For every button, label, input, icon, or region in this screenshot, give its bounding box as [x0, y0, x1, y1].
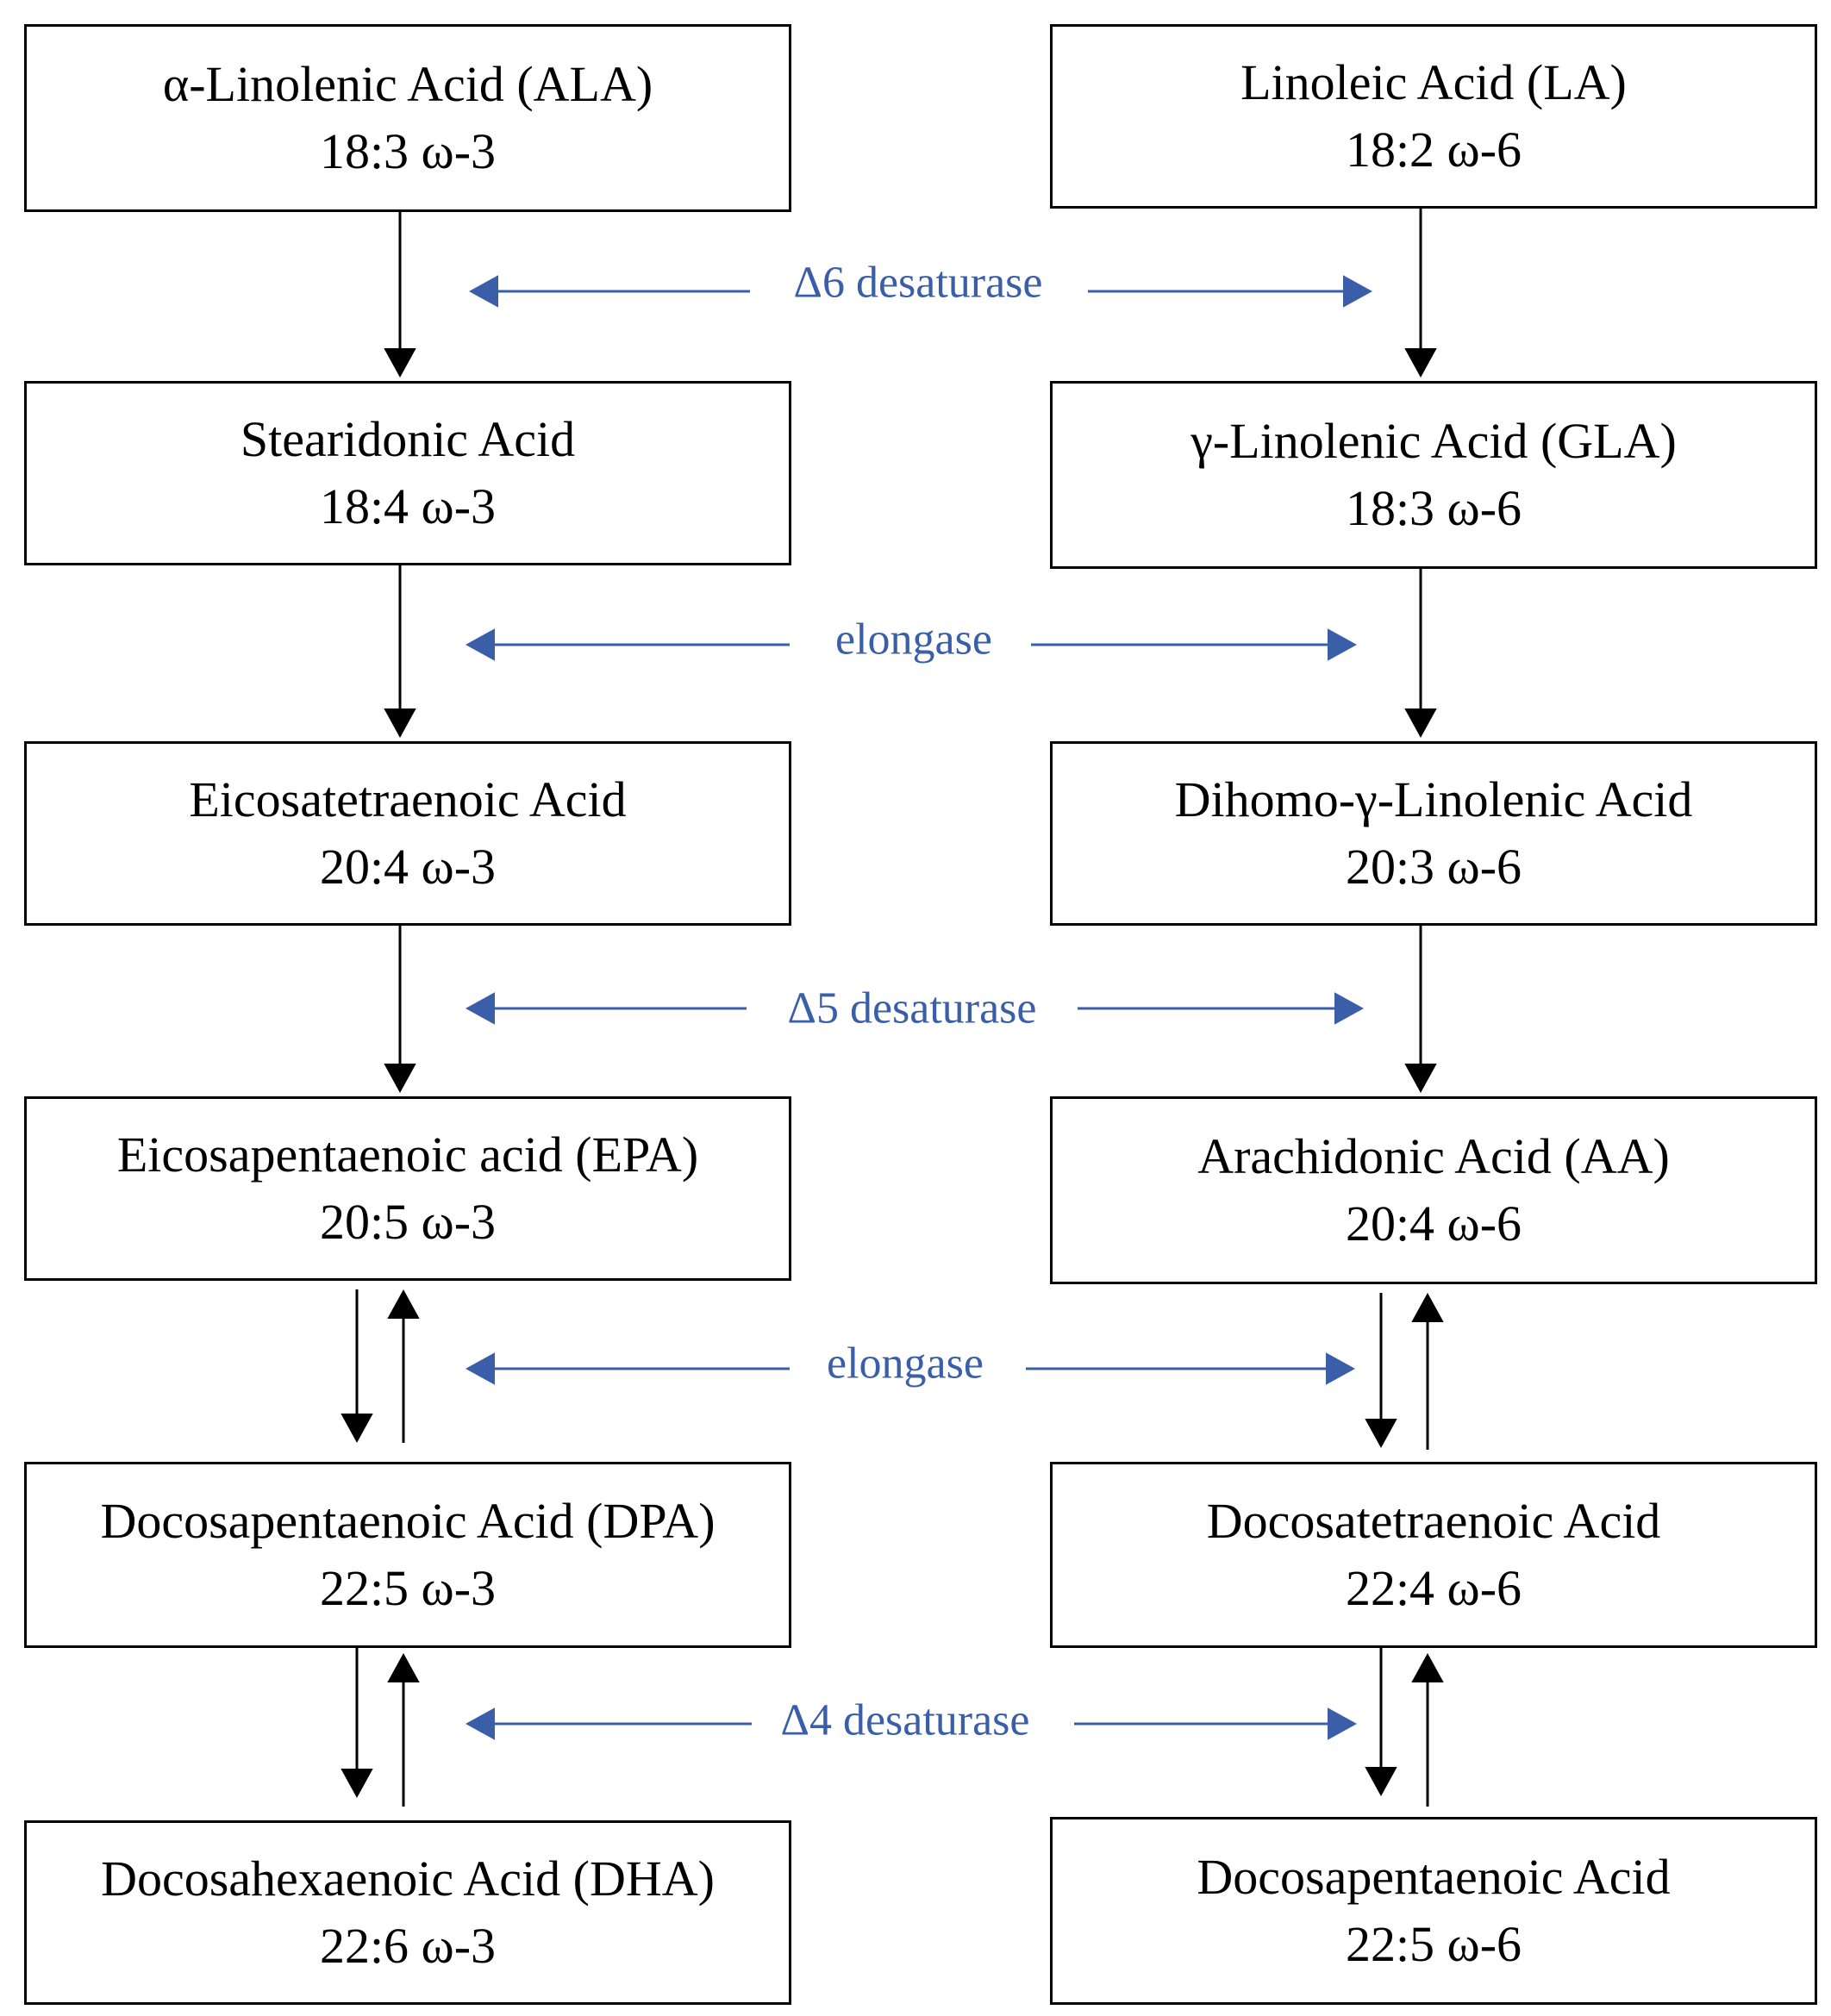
omega6-box-docosapentaenoic: Docosapentaenoic Acid 22:5 ω-6 — [1050, 1817, 1817, 2005]
arrow-dpa-to-epa-head — [387, 1289, 420, 1319]
arrow-dpa6-to-dta-head — [1411, 1653, 1444, 1682]
enzyme-arrow-delta6-right-head — [1343, 275, 1372, 308]
omega3-box-name: Docosapentaenoic Acid (DPA) — [100, 1492, 716, 1549]
omega6-box-name: Linoleic Acid (LA) — [1240, 53, 1627, 110]
omega3-box-formula: 20:5 ω-3 — [319, 1194, 497, 1250]
omega3-box-formula: 20:4 ω-3 — [319, 839, 497, 895]
omega3-box-formula: 18:4 ω-3 — [319, 478, 497, 534]
enzyme-arrow-elongase-1-right-head — [1328, 628, 1357, 661]
arrow-gla-to-dgla-head — [1404, 708, 1437, 738]
enzyme-label-delta4: Δ4 desaturase — [768, 1695, 1042, 1746]
enzyme-arrow-elongase-1-left-head — [466, 628, 495, 661]
omega6-box-formula: 22:5 ω-6 — [1345, 1916, 1522, 1972]
omega3-box-formula: 18:3 ω-3 — [319, 123, 497, 179]
omega6-box-formula: 20:3 ω-6 — [1345, 839, 1522, 895]
omega3-box-name: Docosahexaenoic Acid (DHA) — [101, 1850, 715, 1907]
arrow-dha-to-dpa-head — [387, 1653, 420, 1682]
omega3-box-dha: Docosahexaenoic Acid (DHA) 22:6 ω-3 — [24, 1820, 791, 2005]
enzyme-arrow-elongase-2-left-head — [466, 1352, 495, 1385]
omega3-box-name: α-Linolenic Acid (ALA) — [162, 55, 653, 112]
arrow-epa-to-dpa-head — [341, 1414, 373, 1443]
omega6-box-aa: Arachidonic Acid (AA) 20:4 ω-6 — [1050, 1096, 1817, 1284]
omega6-box-name: Docosapentaenoic Acid — [1197, 1848, 1671, 1905]
omega3-box-name: Eicosatetraenoic Acid — [189, 771, 627, 827]
omega3-box-stearidonic: Stearidonic Acid 18:4 ω-3 — [24, 381, 791, 565]
arrow-dta-to-dpa6-head — [1365, 1767, 1397, 1796]
omega3-box-name: Stearidonic Acid — [240, 410, 576, 467]
omega6-box-dgla: Dihomo-γ-Linolenic Acid 20:3 ω-6 — [1050, 741, 1817, 926]
omega6-box-name: Docosatetraenoic Acid — [1206, 1492, 1661, 1549]
omega3-box-epa: Eicosapentaenoic acid (EPA) 20:5 ω-3 — [24, 1096, 791, 1281]
enzyme-arrow-delta4-right-head — [1328, 1707, 1357, 1740]
enzyme-arrow-delta4-left-head — [466, 1707, 495, 1740]
arrow-ala-to-sda-head — [384, 348, 416, 378]
omega6-box-la: Linoleic Acid (LA) 18:2 ω-6 — [1050, 24, 1817, 209]
omega3-box-dpa: Docosapentaenoic Acid (DPA) 22:5 ω-3 — [24, 1462, 791, 1648]
arrow-dgla-to-aa-head — [1404, 1064, 1437, 1093]
omega6-box-formula: 22:4 ω-6 — [1345, 1560, 1522, 1616]
enzyme-label-elongase-1: elongase — [823, 614, 1004, 665]
omega3-box-formula: 22:6 ω-3 — [319, 1918, 497, 1974]
enzyme-label-delta5: Δ5 desaturase — [775, 983, 1049, 1034]
enzyme-arrow-delta5-left-head — [466, 992, 495, 1025]
omega6-box-name: γ-Linolenic Acid (GLA) — [1190, 412, 1677, 469]
omega6-box-gla: γ-Linolenic Acid (GLA) 18:3 ω-6 — [1050, 381, 1817, 569]
omega3-box-ala: α-Linolenic Acid (ALA) 18:3 ω-3 — [24, 24, 791, 212]
omega6-box-name: Arachidonic Acid (AA) — [1197, 1127, 1670, 1184]
omega3-box-name: Eicosapentaenoic acid (EPA) — [116, 1126, 699, 1183]
arrow-la-to-gla-head — [1404, 348, 1437, 378]
arrow-sda-to-eta-head — [384, 708, 416, 738]
enzyme-arrow-delta5-right-head — [1334, 992, 1364, 1025]
enzyme-arrow-delta6-left-head — [469, 275, 498, 308]
enzyme-arrow-elongase-2-right-head — [1326, 1352, 1355, 1385]
arrow-aa-to-dta-head — [1365, 1419, 1397, 1448]
arrow-eta-to-epa-head — [384, 1064, 416, 1093]
omega3-box-formula: 22:5 ω-3 — [319, 1560, 497, 1616]
arrow-dta-to-aa-head — [1411, 1293, 1444, 1322]
arrow-dpa-to-dha-head — [341, 1769, 373, 1798]
omega6-box-formula: 20:4 ω-6 — [1345, 1195, 1522, 1251]
enzyme-label-elongase-2: elongase — [815, 1338, 996, 1389]
omega6-box-formula: 18:3 ω-6 — [1345, 480, 1522, 536]
omega6-box-docosatetraenoic: Docosatetraenoic Acid 22:4 ω-6 — [1050, 1462, 1817, 1648]
enzyme-label-delta6: Δ6 desaturase — [781, 257, 1055, 309]
omega3-box-eicosatetraenoic: Eicosatetraenoic Acid 20:4 ω-3 — [24, 741, 791, 926]
omega6-box-formula: 18:2 ω-6 — [1345, 122, 1522, 178]
omega6-box-name: Dihomo-γ-Linolenic Acid — [1174, 771, 1693, 827]
